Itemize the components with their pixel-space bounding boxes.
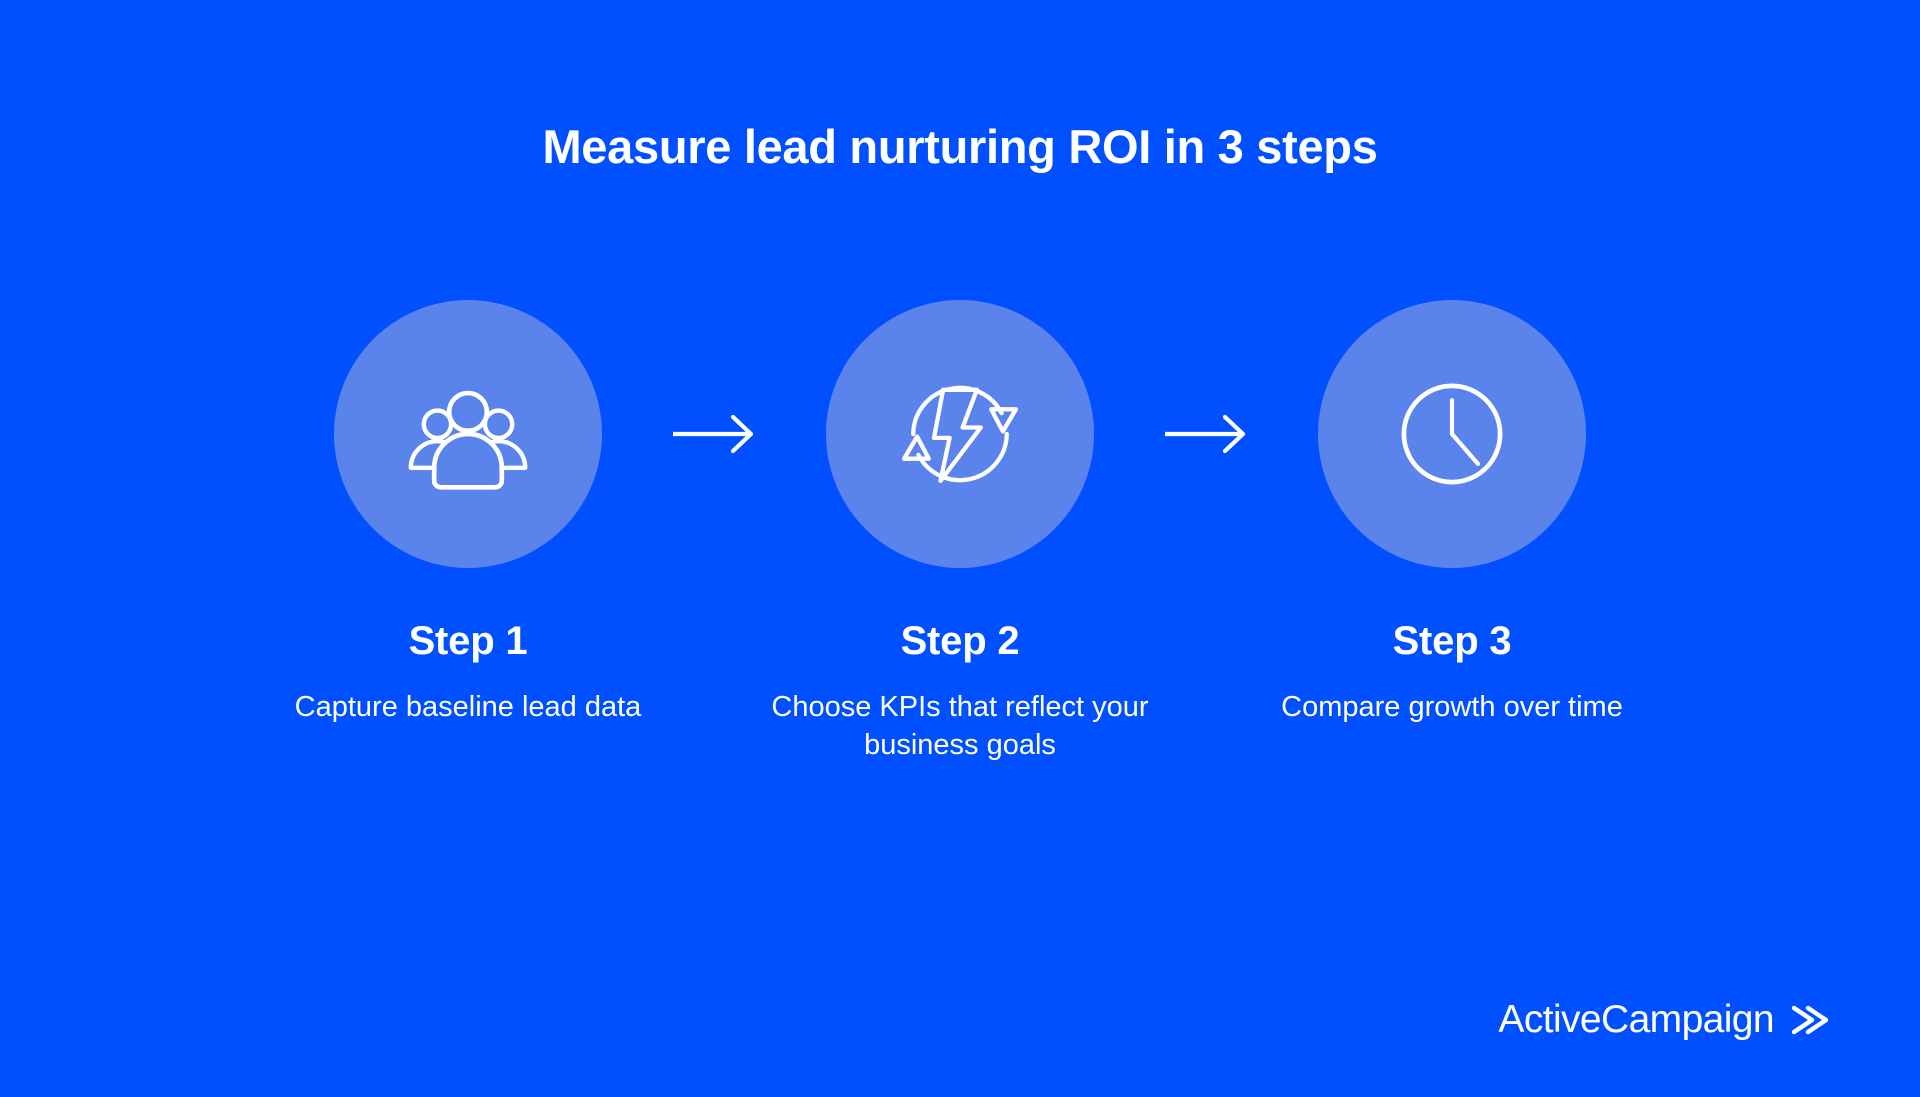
step-label-2: Step 2 [900, 619, 1020, 663]
connector-2 [1156, 300, 1256, 568]
double-chevron-right-icon [1791, 1005, 1828, 1034]
connector-1 [664, 300, 764, 568]
step-label-3: Step 3 [1392, 619, 1512, 663]
lightning-refresh-icon [901, 385, 1019, 483]
step-label-1: Step 1 [408, 619, 528, 663]
step-description-1: Capture baseline lead data [294, 691, 642, 723]
step-card-3: Step 3 Compare growth over time [1256, 300, 1648, 726]
page-title: Measure lead nurturing ROI in 3 steps [542, 120, 1378, 174]
step-icon-circle-3 [1318, 300, 1586, 568]
step-card-2: Step 2 Choose KPIs that reflect your bus… [764, 300, 1156, 765]
people-group-icon [408, 390, 528, 490]
step-card-1: Step 1 Capture baseline lead data [272, 300, 664, 726]
steps-row: Step 1 Capture baseline lead data [0, 300, 1920, 765]
step-description-3: Compare growth over time [1281, 691, 1623, 723]
step-icon-circle-1 [334, 300, 602, 568]
brand-logo: ActiveCampaign [1498, 1000, 1828, 1039]
step-description-2: Choose KPIs that reflect your business g… [771, 691, 1149, 762]
brand-wordmark: ActiveCampaign [1498, 998, 1774, 1041]
arrow-right-icon [673, 414, 754, 454]
clock-icon [1401, 383, 1503, 485]
step-icon-circle-2 [826, 300, 1094, 568]
arrow-right-icon [1165, 414, 1246, 454]
